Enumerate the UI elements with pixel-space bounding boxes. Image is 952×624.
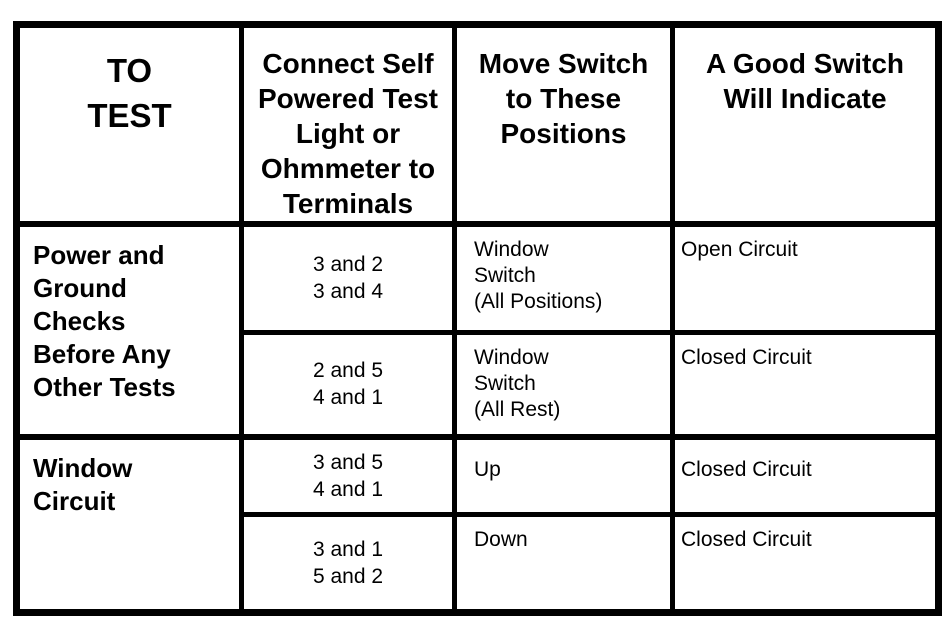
col-header-to-test: TO TEST (14, 22, 244, 227)
col-header-terminals: Connect Self Powered Test Light or Ohmme… (239, 22, 457, 227)
cell-terminals: 3 and 2 3 and 4 (239, 221, 457, 335)
table-row: 2 and 5 4 and 1 Window Switch (All Rest)… (17, 330, 941, 440)
table-row: Window Circuit 3 and 5 4 and 1 Up Closed… (14, 434, 941, 615)
cell-position: Window Switch (All Rest) (452, 330, 675, 440)
header-row: TO TEST Connect Self Powered Test Light … (14, 22, 941, 227)
cell-position: Up (452, 434, 675, 517)
cell-terminals: 2 and 5 4 and 1 (239, 330, 457, 440)
col-header-indication: A Good Switch Will Indicate (670, 22, 941, 227)
cell-indication: Open Circuit (670, 221, 941, 335)
cell-test-power-ground: Power and Ground Checks Before Any Other… (14, 221, 244, 440)
cell-indication: Closed Circuit (670, 434, 941, 517)
cell-terminals: 3 and 5 4 and 1 (239, 434, 457, 517)
cell-test-window-circuit: Window Circuit (14, 434, 244, 615)
cell-position: Down (452, 512, 675, 615)
cell-position: Window Switch (All Positions) (452, 221, 675, 335)
table-row: 3 and 1 5 and 2 Down Closed Circuit (17, 512, 941, 615)
cell-indication: Closed Circuit (670, 512, 941, 615)
table-row: Power and Ground Checks Before Any Other… (14, 221, 941, 440)
switch-test-table: TO TEST Connect Self Powered Test Light … (13, 21, 942, 616)
cell-terminals: 3 and 1 5 and 2 (239, 512, 457, 615)
cell-indication: Closed Circuit (670, 330, 941, 440)
col-header-positions: Move Switch to These Positions (452, 22, 675, 227)
